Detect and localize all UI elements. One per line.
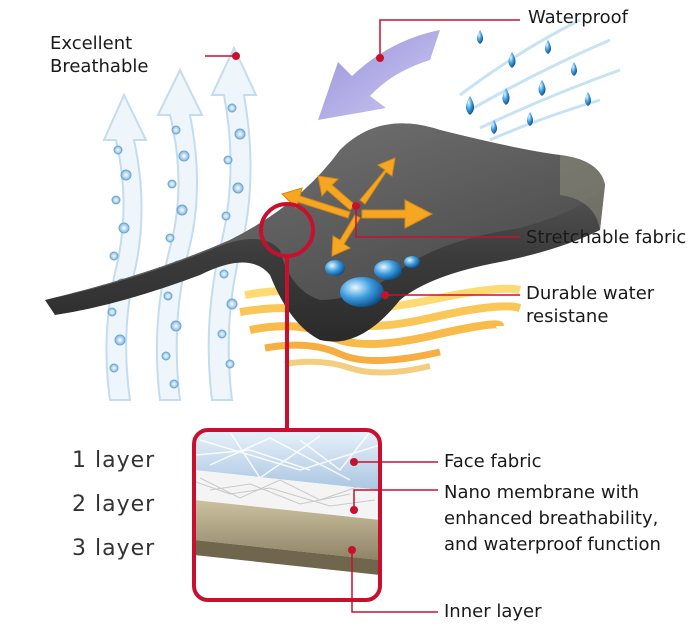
layer-2-label: 2 layer [72, 492, 156, 517]
breathable-label: Excellent Breathable [50, 32, 148, 78]
vapor-arrows [102, 45, 258, 401]
nano-line-3: and waterproof function [444, 534, 661, 555]
nano-membrane-label: Nano membrane with enhanced breathabilit… [444, 480, 661, 558]
vapor-arrow-3-icon [207, 45, 258, 401]
layer-3-label: 3 layer [72, 536, 156, 561]
stretch-arrows-icon [281, 157, 434, 257]
stretchable-text: Stretchable fabric [526, 227, 687, 248]
face-fabric-text: Face fabric [444, 451, 542, 472]
breathable-line-2: Breathable [50, 56, 149, 77]
inner-layer-label: Inner layer [444, 600, 541, 623]
water-beads-icon [325, 256, 420, 307]
durable-line-2: resistane [526, 306, 609, 327]
rain-streaks [459, 18, 621, 142]
layer-detail-box [192, 428, 382, 602]
waterproof-label: Waterproof [528, 6, 628, 29]
nano-line-1: Nano membrane with [444, 482, 640, 503]
breathable-line-1: Excellent [50, 33, 133, 54]
durable-line-1: Durable water [526, 283, 655, 304]
waterproof-arrow-icon [318, 30, 440, 120]
inner-layer-text: Inner layer [444, 601, 542, 622]
layer-1-label: 1 layer [72, 448, 156, 473]
waterproof-text: Waterproof [528, 7, 629, 28]
face-fabric-label: Face fabric [444, 450, 542, 473]
fabric-sheet [45, 123, 605, 342]
durable-label: Durable water resistane [526, 282, 654, 328]
leader-dots [232, 52, 389, 554]
stretchable-label: Stretchable fabric [526, 226, 686, 249]
vapor-arrow-1-icon [102, 92, 148, 401]
vapor-arrow-2-icon [155, 67, 204, 401]
leader-lines [205, 19, 520, 613]
rain-drops [466, 30, 591, 134]
fabric-edge-callout [259, 202, 315, 430]
nano-line-2: enhanced breathability, [444, 508, 659, 529]
